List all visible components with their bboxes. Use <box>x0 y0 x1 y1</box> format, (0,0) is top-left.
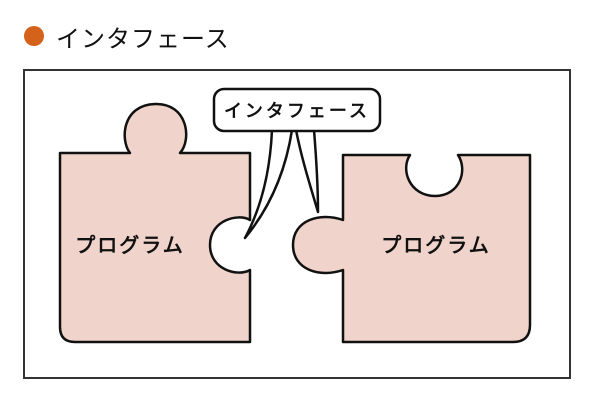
callout-bubble <box>212 87 382 133</box>
bullet-dot-icon <box>24 26 44 46</box>
callout-label: インタフェース <box>224 101 370 122</box>
callout-tail-secondary <box>294 128 320 214</box>
callout-tail <box>243 128 294 240</box>
section-heading: インタフェース <box>24 18 230 54</box>
diagram-frame <box>23 69 571 379</box>
heading-title: インタフェース <box>56 24 230 53</box>
left-puzzle-piece <box>58 102 252 344</box>
right-puzzle-piece <box>291 153 532 344</box>
right-piece-label: プログラム <box>381 233 490 257</box>
left-piece-label: プログラム <box>75 233 184 257</box>
